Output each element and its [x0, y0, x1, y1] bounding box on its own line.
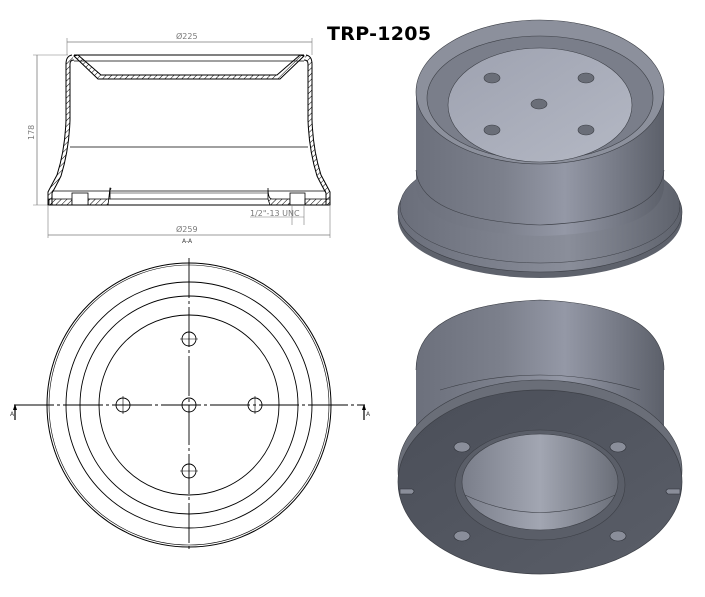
- hole-left: [115, 396, 131, 414]
- isometric-bottom-render: [397, 299, 683, 575]
- dimension-bottom-diameter: Ø259: [176, 224, 198, 234]
- hole-right: [247, 396, 263, 414]
- part-number-title: TRP-1205: [327, 23, 432, 45]
- hole-top: [180, 331, 198, 347]
- dimension-top-diameter: Ø225: [176, 31, 198, 41]
- top-view: [13, 258, 366, 552]
- cut-marker-right: A: [366, 411, 371, 418]
- section-view: Ø225 178 1/2"-13 UNC: [27, 31, 331, 245]
- dimension-thread-callout: 1/2"-13 UNC: [250, 209, 300, 218]
- section-label: A-A: [182, 238, 193, 245]
- dimension-height: 178: [27, 125, 36, 140]
- cut-marker-left: A: [10, 411, 15, 418]
- hole-bottom: [180, 463, 198, 479]
- hole-center: [181, 397, 197, 413]
- isometric-top-render: [397, 19, 683, 278]
